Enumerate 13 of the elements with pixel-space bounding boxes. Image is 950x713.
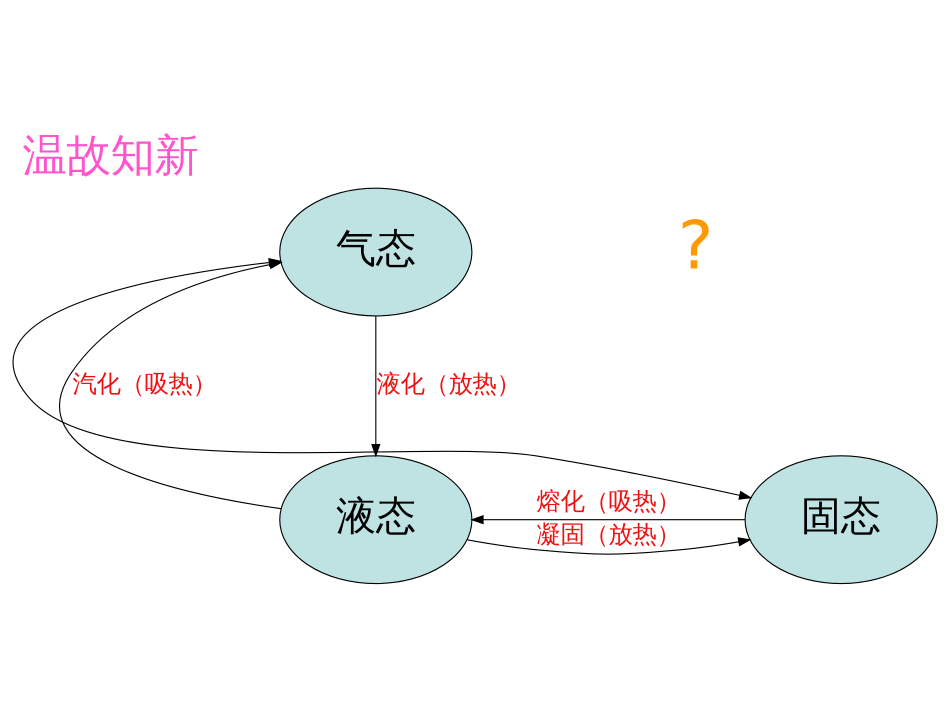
node-ellipse: 液态 xyxy=(279,454,472,584)
node-ellipse: 气态 xyxy=(279,187,472,316)
edge-label: 汽化（吸热） xyxy=(72,368,216,398)
node-ellipse: 固态 xyxy=(744,454,938,584)
label: ? xyxy=(678,206,714,284)
edge-label: 凝固（放热） xyxy=(536,519,680,548)
arrow xyxy=(467,536,752,554)
edge-label: 熔化（吸热） xyxy=(536,486,680,515)
diagram-title: 温故知新 xyxy=(22,130,199,181)
arrow xyxy=(470,514,745,524)
arrow xyxy=(371,316,380,457)
edge-label: 液化（放热） xyxy=(376,368,521,398)
arrow xyxy=(59,260,283,509)
